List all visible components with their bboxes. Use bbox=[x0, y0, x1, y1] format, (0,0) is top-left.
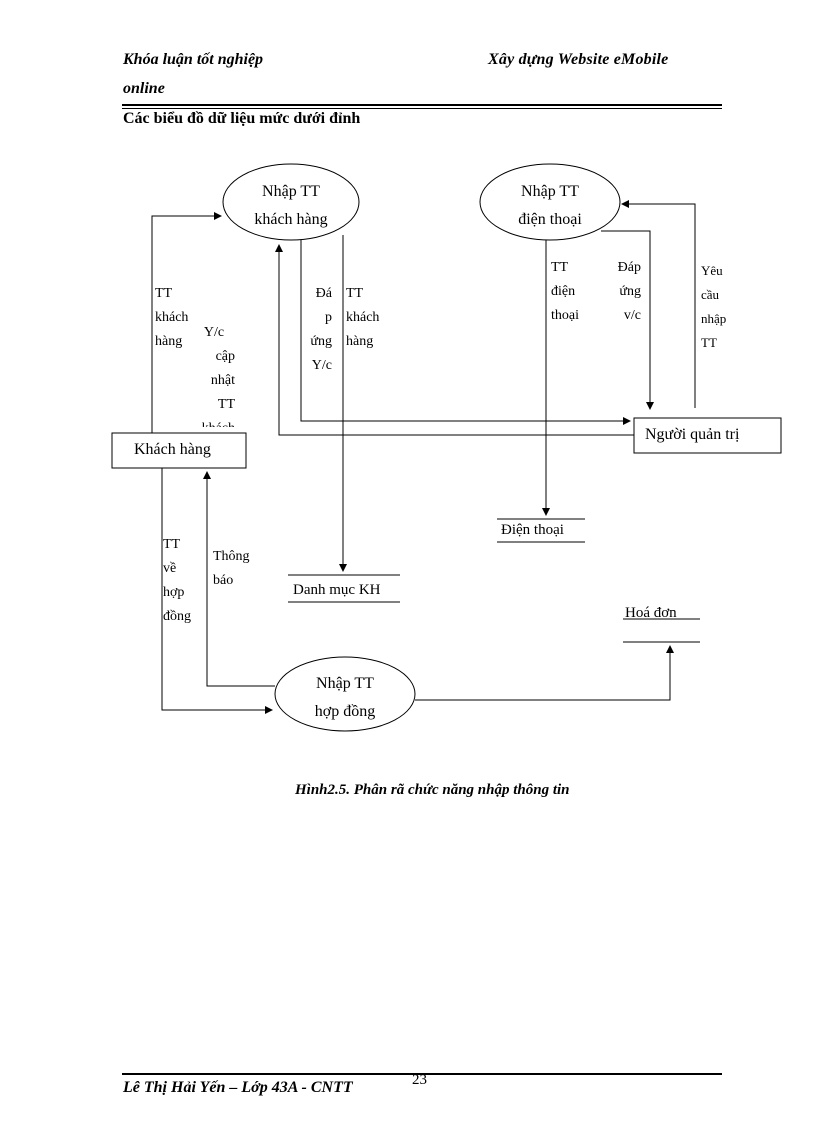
flow-label-tt-dien-thoai: TT điện thoại bbox=[551, 256, 579, 328]
flow-label-line: thoại bbox=[551, 308, 579, 323]
store-dien-thoai-label: Điện thoại bbox=[501, 522, 564, 538]
flow-label-tt-ve-hop-dong: TT về hợp đồng bbox=[163, 533, 191, 629]
flow-label-line: nhập bbox=[701, 311, 727, 326]
header-left-line1: Khóa luận tốt nghiệp bbox=[123, 51, 264, 68]
flow-nhap-hd-to-hoa-don bbox=[415, 645, 674, 701]
flow-kh-to-nhap-kh bbox=[151, 212, 222, 433]
header-right: Xây dựng Website eMobile bbox=[488, 51, 669, 68]
flow-label-line: Y/c bbox=[311, 358, 332, 373]
flow-label-tt-khach-hang-1: TT khách hàng bbox=[155, 282, 188, 354]
flow-label-line: Đá bbox=[315, 286, 332, 301]
flow-label-line: TT bbox=[346, 286, 364, 301]
flow-nhap-kh-to-nqt bbox=[300, 240, 631, 425]
page-number: 23 bbox=[412, 1072, 427, 1088]
flow-label-dap-ung-vc: Đáp ứng v/c bbox=[608, 256, 641, 328]
flow-label-line: ứng bbox=[619, 284, 641, 299]
flow-label-yc-cap-nhat: Y/c cập nhật TT khách bbox=[193, 321, 235, 427]
flow-label-yeu-cau-nhap-tt: Yêu cầu nhập TT bbox=[701, 259, 726, 355]
flow-label-dap-ung-yc: Đá p ứng Y/c bbox=[301, 282, 332, 378]
process-label-line: Nhập TT bbox=[316, 675, 374, 692]
flow-label-line: TT bbox=[155, 286, 173, 301]
flow-label-line: Y/c bbox=[203, 325, 225, 340]
process-nhap-tt-hop-dong bbox=[274, 656, 416, 732]
flow-label-line: hàng bbox=[346, 334, 374, 349]
flow-label-line: hợp bbox=[163, 585, 185, 600]
flow-label-line: cầu bbox=[701, 287, 720, 302]
entity-khach-hang-label: Khách hàng bbox=[134, 441, 211, 458]
flow-label-line: khách bbox=[193, 417, 235, 427]
header-left-line2: online bbox=[123, 80, 165, 97]
flow-label-line: điện bbox=[551, 284, 576, 299]
flow-label-line: hàng bbox=[155, 334, 183, 349]
process-label-line: hợp đồng bbox=[314, 703, 376, 720]
store-danh-muc-kh-label: Danh mục KH bbox=[293, 582, 381, 598]
flow-kh-to-nhap-hd bbox=[161, 468, 273, 714]
flow-label-line: khách bbox=[346, 310, 380, 325]
flow-label-line: báo bbox=[213, 573, 234, 588]
flow-label-line: Đáp bbox=[617, 260, 641, 275]
process-nhap-tt-hop-dong-label: Nhập TT hợp đồng bbox=[295, 670, 395, 726]
process-label-line: Nhập TT bbox=[521, 183, 579, 200]
flow-nqt-to-nhap-kh bbox=[275, 244, 634, 436]
process-nhap-tt-dien-thoai-label: Nhập TT điện thoại bbox=[500, 178, 600, 234]
process-label-line: Nhập TT bbox=[262, 183, 320, 200]
process-nhap-tt-khach-hang-label: Nhập TT khách hàng bbox=[241, 178, 341, 234]
store-hoa-don-label: Hoá đơn bbox=[625, 605, 677, 621]
process-label-line: khách hàng bbox=[254, 211, 328, 228]
flow-label-thong-bao: Thông báo bbox=[213, 545, 250, 593]
flow-label-line: khách bbox=[155, 310, 189, 325]
footer-author: Lê Thị Hải Yến – Lớp 43A - CNTT bbox=[123, 1079, 353, 1096]
section-title: Các biểu đồ dữ liệu mức dưới đỉnh bbox=[123, 110, 361, 127]
flow-label-line: v/c bbox=[623, 308, 641, 323]
flow-label-line: nhật bbox=[210, 373, 235, 388]
flow-label-line: TT bbox=[163, 537, 181, 552]
flow-label-line: TT bbox=[217, 397, 235, 412]
header-rule-thin bbox=[122, 108, 722, 109]
figure-caption: Hình2.5. Phân rã chức năng nhập thông ti… bbox=[295, 782, 570, 798]
flow-label-line: Yêu bbox=[701, 263, 723, 278]
flow-nhap-dt-to-nqt bbox=[601, 230, 654, 410]
flow-label-line: Thông bbox=[213, 549, 250, 564]
footer-rule bbox=[122, 1073, 722, 1075]
header-rule-thick bbox=[122, 104, 722, 106]
flow-label-line: về bbox=[163, 561, 177, 576]
flow-label-line: ứng bbox=[310, 334, 332, 349]
flow-label-line: TT bbox=[701, 335, 717, 350]
flow-label-line: đồng bbox=[163, 609, 191, 624]
flow-nqt-to-nhap-dt bbox=[621, 200, 696, 408]
flow-label-line: TT bbox=[551, 260, 569, 275]
process-nhap-tt-khach-hang bbox=[222, 163, 360, 241]
entity-nguoi-quan-tri-label: Người quản trị bbox=[645, 426, 740, 443]
process-nhap-tt-dien-thoai bbox=[479, 163, 621, 241]
flow-nhap-hd-to-kh bbox=[203, 471, 275, 687]
entity-khach-hang bbox=[111, 432, 247, 469]
entity-nguoi-quan-tri bbox=[633, 417, 782, 454]
flow-label-line: cập bbox=[215, 349, 235, 364]
flow-label-tt-khach-hang-2: TT khách hàng bbox=[346, 282, 379, 354]
process-label-line: điện thoại bbox=[518, 211, 582, 228]
flow-label-line: p bbox=[325, 310, 332, 325]
